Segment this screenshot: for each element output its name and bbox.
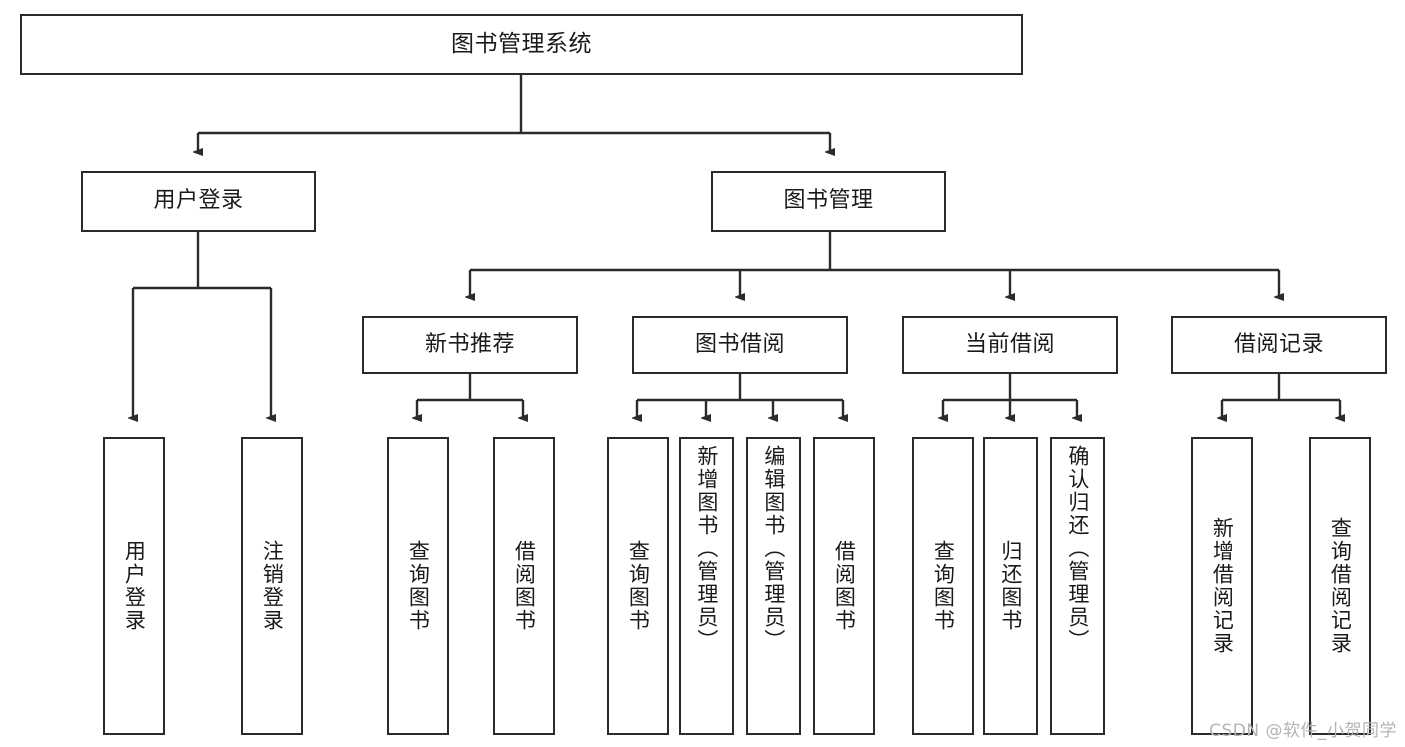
node-label: 查询图书 bbox=[626, 540, 651, 632]
node-label: 新增图书（管理员） bbox=[694, 445, 719, 652]
node-label: 借阅记录 bbox=[1233, 331, 1324, 357]
leaf-user-login[interactable]: 用户登录 bbox=[103, 437, 165, 735]
node-label: 用户登录 bbox=[153, 188, 244, 214]
node-label: 查询图书 bbox=[406, 540, 431, 632]
leaf-add-borrow-record[interactable]: 新增借阅记录 bbox=[1191, 437, 1253, 735]
node-label: 注销登录 bbox=[260, 540, 285, 632]
leaf-query-borrow-record[interactable]: 查询借阅记录 bbox=[1309, 437, 1371, 735]
node-label: 当前借阅 bbox=[964, 331, 1055, 357]
leaf-return-book[interactable]: 归还图书 bbox=[983, 437, 1038, 735]
node-label: 查询图书 bbox=[931, 540, 956, 632]
node-book-management[interactable]: 图书管理 bbox=[711, 171, 946, 232]
leaf-query-book-recommend[interactable]: 查询图书 bbox=[387, 437, 449, 735]
leaf-borrow-book-recommend[interactable]: 借阅图书 bbox=[493, 437, 555, 735]
node-root-book-management-system[interactable]: 图书管理系统 bbox=[20, 14, 1023, 75]
node-label: 图书管理 bbox=[783, 188, 874, 214]
node-current-borrowing[interactable]: 当前借阅 bbox=[902, 316, 1118, 374]
node-borrowing-records[interactable]: 借阅记录 bbox=[1171, 316, 1387, 374]
leaf-logout[interactable]: 注销登录 bbox=[241, 437, 303, 735]
node-label: 用户登录 bbox=[122, 540, 147, 632]
node-label: 借阅图书 bbox=[832, 540, 857, 632]
leaf-confirm-return-admin[interactable]: 确认归还（管理员） bbox=[1050, 437, 1105, 735]
node-label: 归还图书 bbox=[998, 540, 1023, 632]
node-user-login[interactable]: 用户登录 bbox=[81, 171, 316, 232]
watermark: CSDN @软件_小贺同学 bbox=[1209, 721, 1397, 741]
node-book-borrowing[interactable]: 图书借阅 bbox=[632, 316, 848, 374]
node-label: 新书推荐 bbox=[424, 331, 515, 357]
node-label: 图书管理系统 bbox=[451, 30, 592, 57]
node-label: 新增借阅记录 bbox=[1210, 517, 1235, 655]
node-label: 借阅图书 bbox=[512, 540, 537, 632]
leaf-add-book-admin[interactable]: 新增图书（管理员） bbox=[679, 437, 734, 735]
leaf-edit-book-admin[interactable]: 编辑图书（管理员） bbox=[746, 437, 801, 735]
leaf-query-book-borrow[interactable]: 查询图书 bbox=[607, 437, 669, 735]
leaf-borrow-book[interactable]: 借阅图书 bbox=[813, 437, 875, 735]
node-label: 确认归还（管理员） bbox=[1065, 445, 1090, 652]
node-label: 编辑图书（管理员） bbox=[761, 445, 786, 652]
node-label: 查询借阅记录 bbox=[1328, 517, 1353, 655]
leaf-query-book-current[interactable]: 查询图书 bbox=[912, 437, 974, 735]
node-label: 图书借阅 bbox=[694, 331, 785, 357]
node-new-book-recommendation[interactable]: 新书推荐 bbox=[362, 316, 578, 374]
